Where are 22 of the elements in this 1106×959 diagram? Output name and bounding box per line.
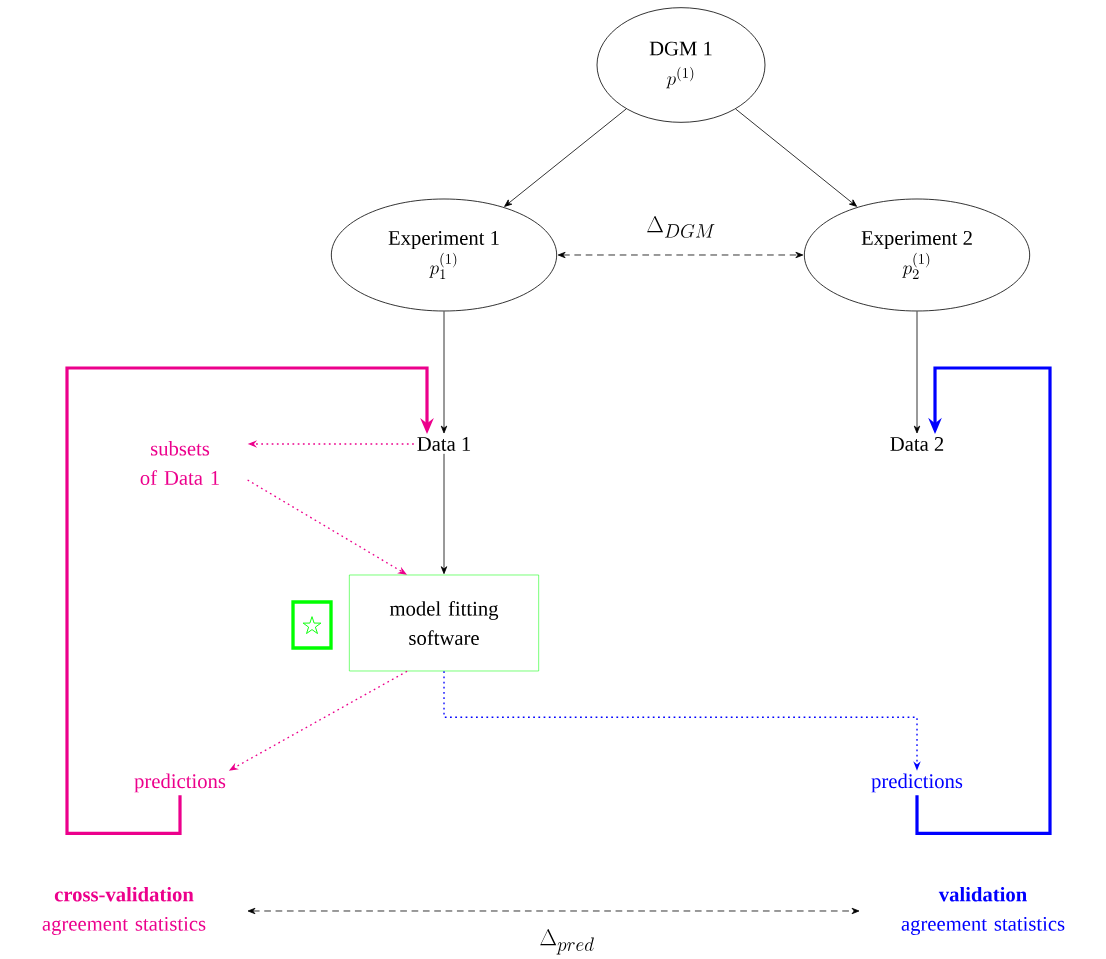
arrow	[504, 108, 627, 207]
text-label: subsets of Data 1	[140, 441, 219, 485]
text-label: predictions	[134, 773, 226, 793]
connector	[915, 366, 1052, 835]
arrow	[557, 251, 804, 259]
text-label: cross-validation agreement statistics	[42, 886, 206, 936]
edge-label: $\Delta_{pred}$	[538, 928, 596, 956]
text-label: Data 1	[417, 437, 471, 451]
arrow	[913, 311, 921, 434]
arrow	[440, 453, 448, 575]
process-box: model fitting software	[349, 574, 539, 672]
connector	[65, 366, 434, 835]
arrow	[735, 108, 857, 207]
ellipse-node: DGM 1 $p^{(1)}$	[596, 7, 766, 123]
text-label: Data 2	[890, 437, 944, 451]
arrow	[440, 311, 448, 434]
ellipse-node: Experiment 1 $p_1^{(1)}$	[330, 198, 558, 312]
edge-label: $\Delta_{DGM}$	[644, 215, 718, 239]
ellipse-node: Experiment 2 $p_2^{(1)}$	[803, 198, 1031, 312]
arrow	[247, 907, 860, 915]
text-label: validation agreement statistics	[901, 886, 1065, 936]
text-label: predictions	[871, 773, 963, 793]
